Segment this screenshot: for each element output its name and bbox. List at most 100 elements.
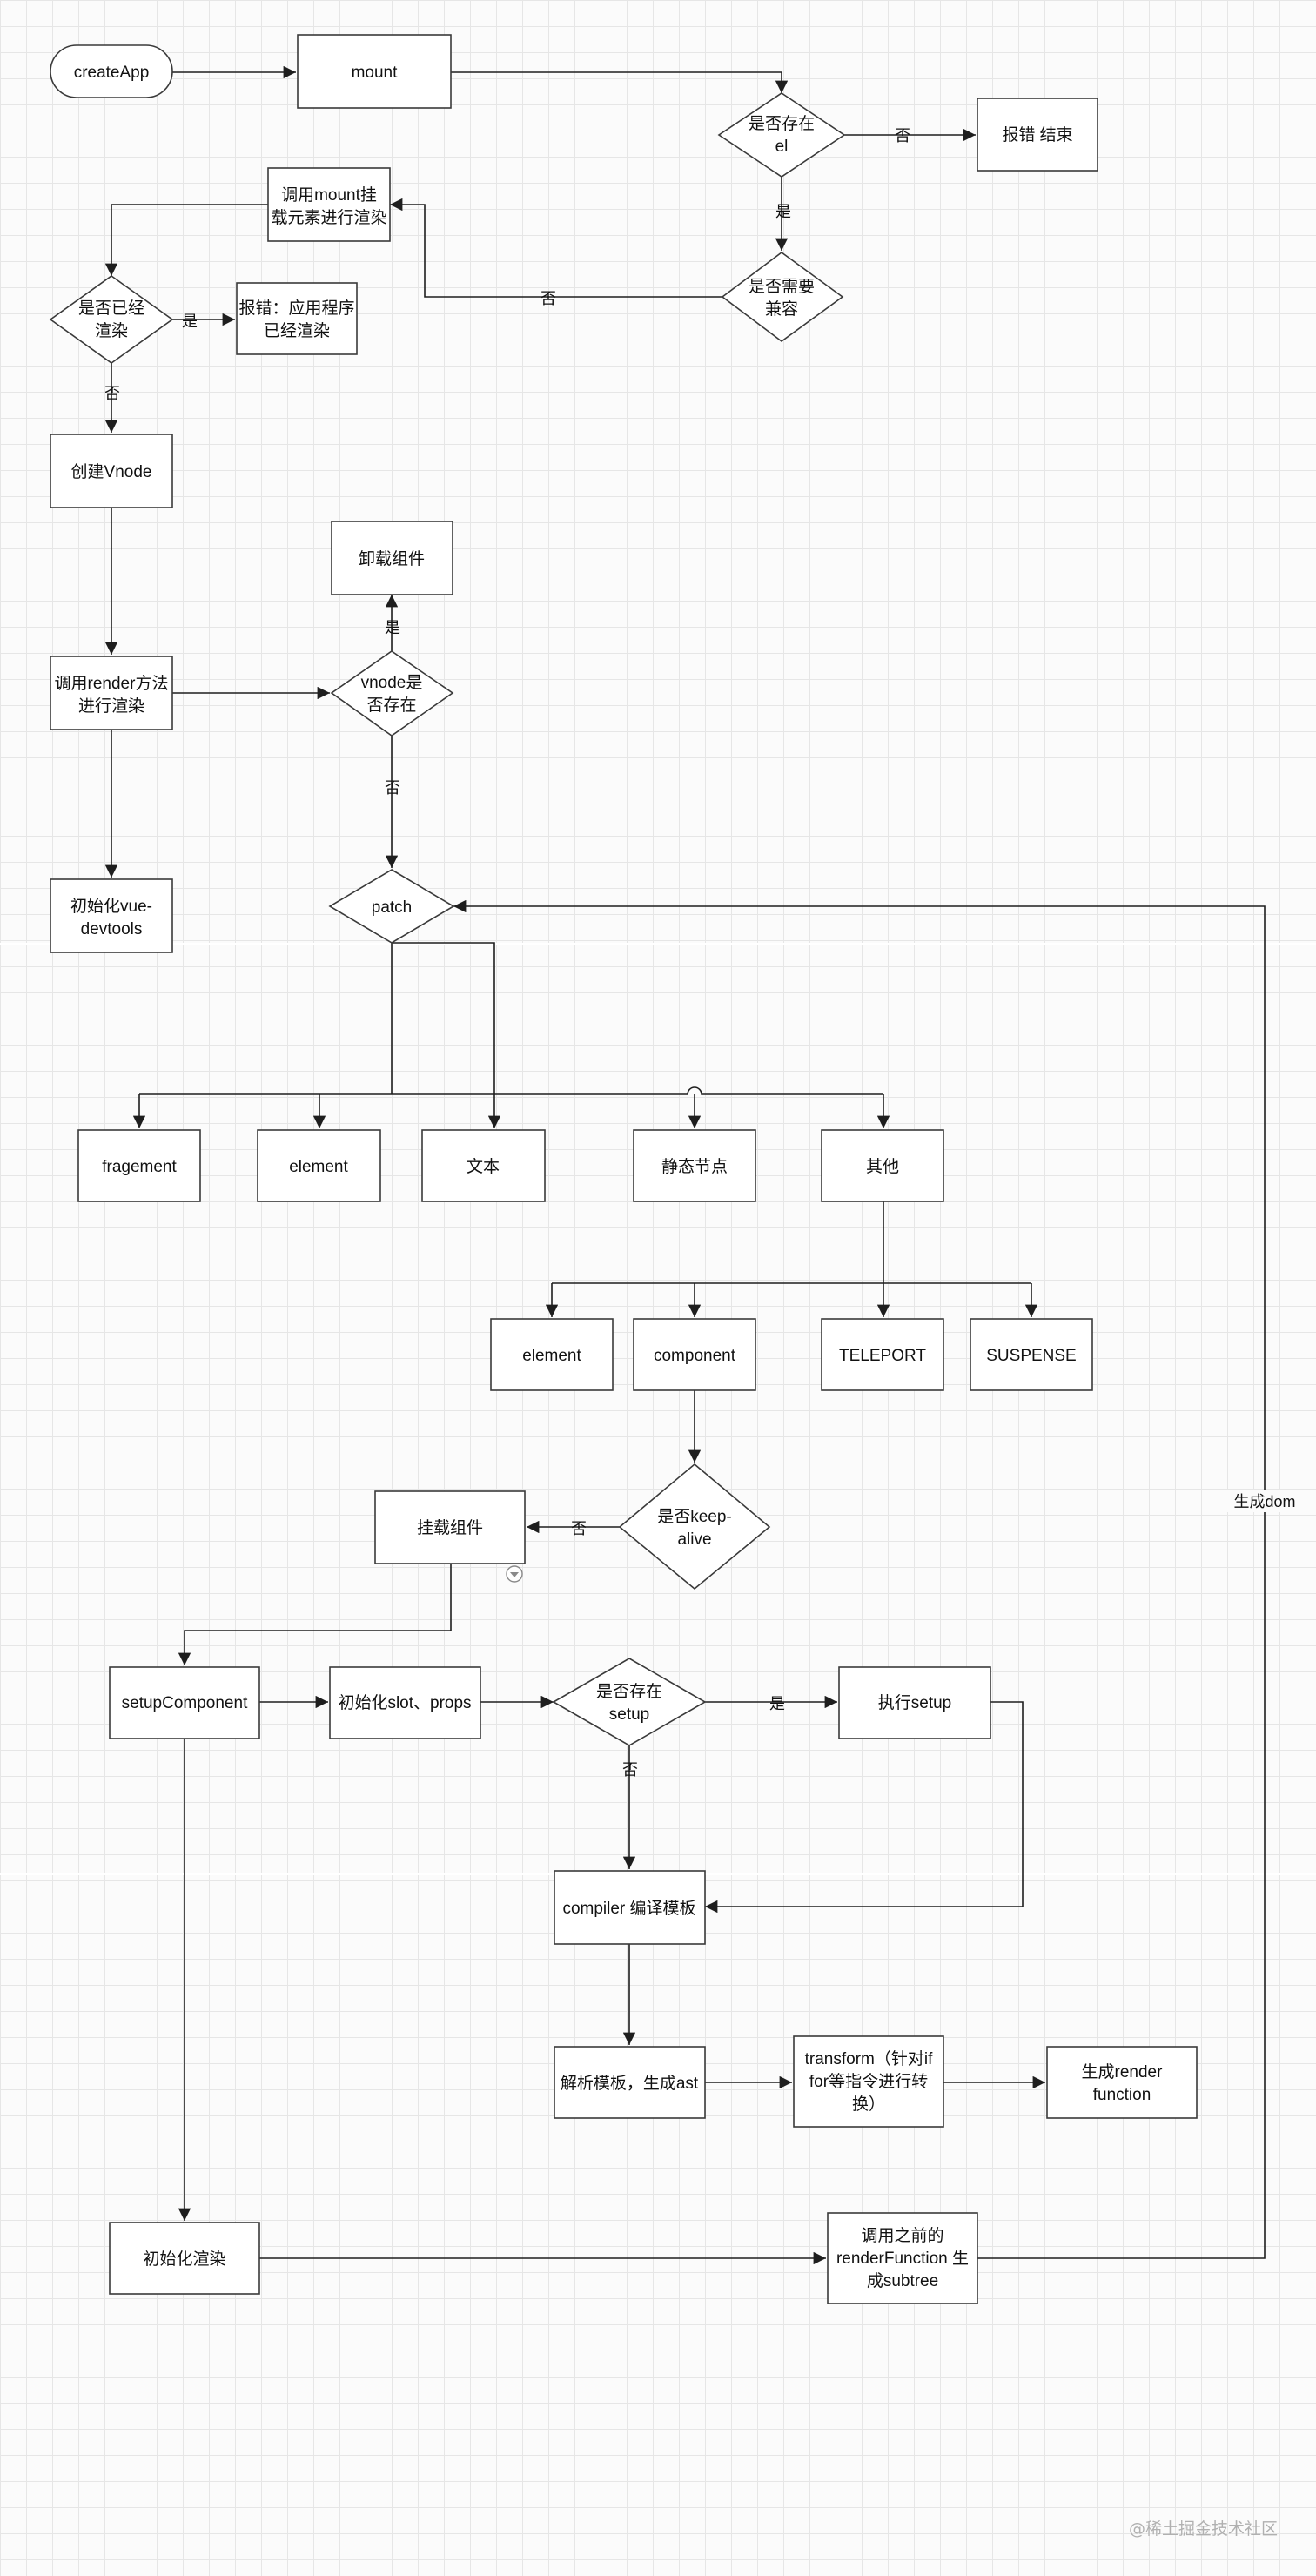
svg-text:SUSPENSE: SUSPENSE (986, 1347, 1076, 1365)
node-unmount: 卸载组件 (331, 521, 453, 595)
svg-text:换）: 换） (852, 2095, 885, 2114)
svg-text:transform（针对if: transform（针对if (805, 2049, 933, 2068)
node-createApp: createApp (50, 44, 173, 98)
svg-text:初始化渲染: 初始化渲染 (143, 2250, 225, 2269)
svg-text:for等指令进行转: for等指令进行转 (809, 2072, 928, 2091)
node-patch: patch (328, 869, 455, 944)
svg-text:patch: patch (372, 898, 412, 917)
edge-label-no-setup: 否 (622, 1761, 638, 1779)
node-call-prev-render: 调用之前的 renderFunction 生 成subtree (827, 2212, 978, 2304)
edge-compat-callmount (390, 198, 722, 298)
svg-text:兼容: 兼容 (765, 299, 798, 319)
svg-text:element: element (522, 1347, 581, 1365)
svg-text:是否keep-: 是否keep- (657, 1508, 732, 1526)
svg-text:报错 结束: 报错 结束 (1002, 125, 1072, 145)
svg-text:已经渲染: 已经渲染 (264, 321, 330, 340)
node-text: 文本 (421, 1129, 546, 1202)
edge-callmount-rendered (104, 204, 268, 276)
edge-patch-text (392, 942, 501, 1128)
svg-text:setup: setup (609, 1705, 649, 1724)
node-transform: transform（针对if for等指令进行转 换） (793, 2035, 944, 2128)
svg-text:renderFunction 生: renderFunction 生 (836, 2249, 969, 2268)
svg-text:渲染: 渲染 (95, 321, 128, 340)
watermark: @稀土掘金技术社区 (1128, 2519, 1278, 2539)
node-init-render: 初始化渲染 (109, 2222, 260, 2295)
svg-text:是否存在: 是否存在 (596, 1682, 662, 1701)
svg-text:静态节点: 静态节点 (661, 1157, 728, 1176)
svg-text:解析模板，生成ast: 解析模板，生成ast (561, 2074, 699, 2093)
node-exec-setup: 执行setup (838, 1666, 991, 1739)
svg-text:生成render: 生成render (1082, 2062, 1164, 2082)
svg-text:调用之前的: 调用之前的 (861, 2226, 943, 2245)
svg-text:初始化vue-: 初始化vue- (70, 897, 152, 916)
svg-text:文本: 文本 (467, 1157, 500, 1176)
svg-text:fragement: fragement (102, 1158, 177, 1176)
pane-separator (0, 943, 1316, 945)
svg-text:alive: alive (677, 1530, 711, 1549)
svg-text:el: el (776, 138, 789, 156)
node-has-el: 是否存在 el (717, 92, 846, 178)
svg-text:compiler 编译模板: compiler 编译模板 (562, 1899, 695, 1918)
svg-text:载元素进行渲染: 载元素进行渲染 (271, 208, 386, 227)
svg-text:挂载组件: 挂载组件 (417, 1518, 483, 1537)
edge-label-yes-vnode: 是 (385, 619, 400, 636)
node-suspense: SUSPENSE (970, 1318, 1093, 1391)
edge-label-no-el: 否 (895, 127, 910, 145)
svg-text:setupComponent: setupComponent (122, 1694, 248, 1712)
svg-text:其他: 其他 (866, 1157, 899, 1176)
svg-text:初始化slot、props: 初始化slot、props (338, 1693, 471, 1712)
svg-text:function: function (1093, 2086, 1152, 2104)
node-error-end: 报错 结束 (977, 98, 1098, 172)
node-other: 其他 (821, 1129, 944, 1202)
node-init-slot-props: 初始化slot、props (329, 1666, 481, 1739)
svg-text:mount: mount (352, 64, 399, 82)
node-compiler: compiler 编译模板 (554, 1870, 706, 1945)
edge-label-no-keepalive: 否 (571, 1520, 587, 1537)
node-mount-component: 挂载组件 (374, 1490, 526, 1564)
svg-text:是否已经: 是否已经 (78, 299, 144, 318)
svg-text:component: component (654, 1347, 736, 1365)
node-static: 静态节点 (633, 1129, 756, 1202)
node-mount: mount (297, 34, 452, 109)
svg-text:报错：应用程序: 报错：应用程序 (238, 299, 354, 318)
edge-bus (139, 1086, 883, 1095)
node-teleport: TELEPORT (821, 1318, 944, 1391)
edge-label-yes-rendered: 是 (182, 313, 198, 330)
svg-text:TELEPORT: TELEPORT (839, 1347, 926, 1365)
node-component: component (633, 1318, 756, 1391)
svg-text:是否存在: 是否存在 (749, 114, 815, 133)
edge-label-no-rendered: 否 (104, 385, 120, 402)
node-keep-alive: 是否keep- alive (618, 1463, 771, 1591)
node-parse-template: 解析模板，生成ast (554, 2046, 706, 2119)
node-error-rendered: 报错：应用程序 已经渲染 (236, 282, 358, 355)
node-already-rendered: 是否已经 渲染 (49, 275, 174, 364)
node-need-compat: 是否需要 兼容 (721, 252, 844, 342)
node-call-mount: 调用mount挂 载元素进行渲染 (267, 167, 391, 242)
svg-text:element: element (289, 1158, 348, 1176)
edge-label-no-compat: 否 (540, 290, 556, 307)
svg-text:devtools: devtools (81, 920, 143, 938)
svg-text:vnode是: vnode是 (361, 674, 423, 692)
svg-text:调用render方法: 调用render方法 (55, 674, 169, 693)
node-call-render: 调用render方法 进行渲染 (50, 656, 173, 730)
svg-text:执行setup: 执行setup (878, 1693, 951, 1712)
svg-text:创建Vnode: 创建Vnode (71, 462, 152, 481)
svg-text:调用mount挂: 调用mount挂 (281, 185, 377, 205)
node-element: element (257, 1129, 381, 1202)
node-expand-handle[interactable] (506, 1565, 523, 1583)
node-has-setup: 是否存在 setup (552, 1658, 707, 1746)
svg-text:否存在: 否存在 (366, 696, 416, 715)
edge-label-bg-gen-dom (1227, 1490, 1300, 1512)
edge-label-no-vnode: 否 (385, 779, 400, 797)
edge-mount-has-el (451, 71, 789, 93)
svg-text:卸载组件: 卸载组件 (359, 549, 425, 568)
svg-text:是否需要: 是否需要 (749, 278, 815, 296)
node-setup-component: setupComponent (109, 1666, 260, 1739)
edge-label-yes-el: 是 (776, 203, 791, 220)
node-element-2: element (490, 1318, 614, 1391)
edge-callprev-patch (453, 899, 1266, 2259)
svg-text:成subtree: 成subtree (867, 2271, 938, 2290)
edge-label-gen-dom: 生成dom (1233, 1493, 1295, 1510)
edge-label-yes-setup: 是 (769, 1695, 785, 1712)
